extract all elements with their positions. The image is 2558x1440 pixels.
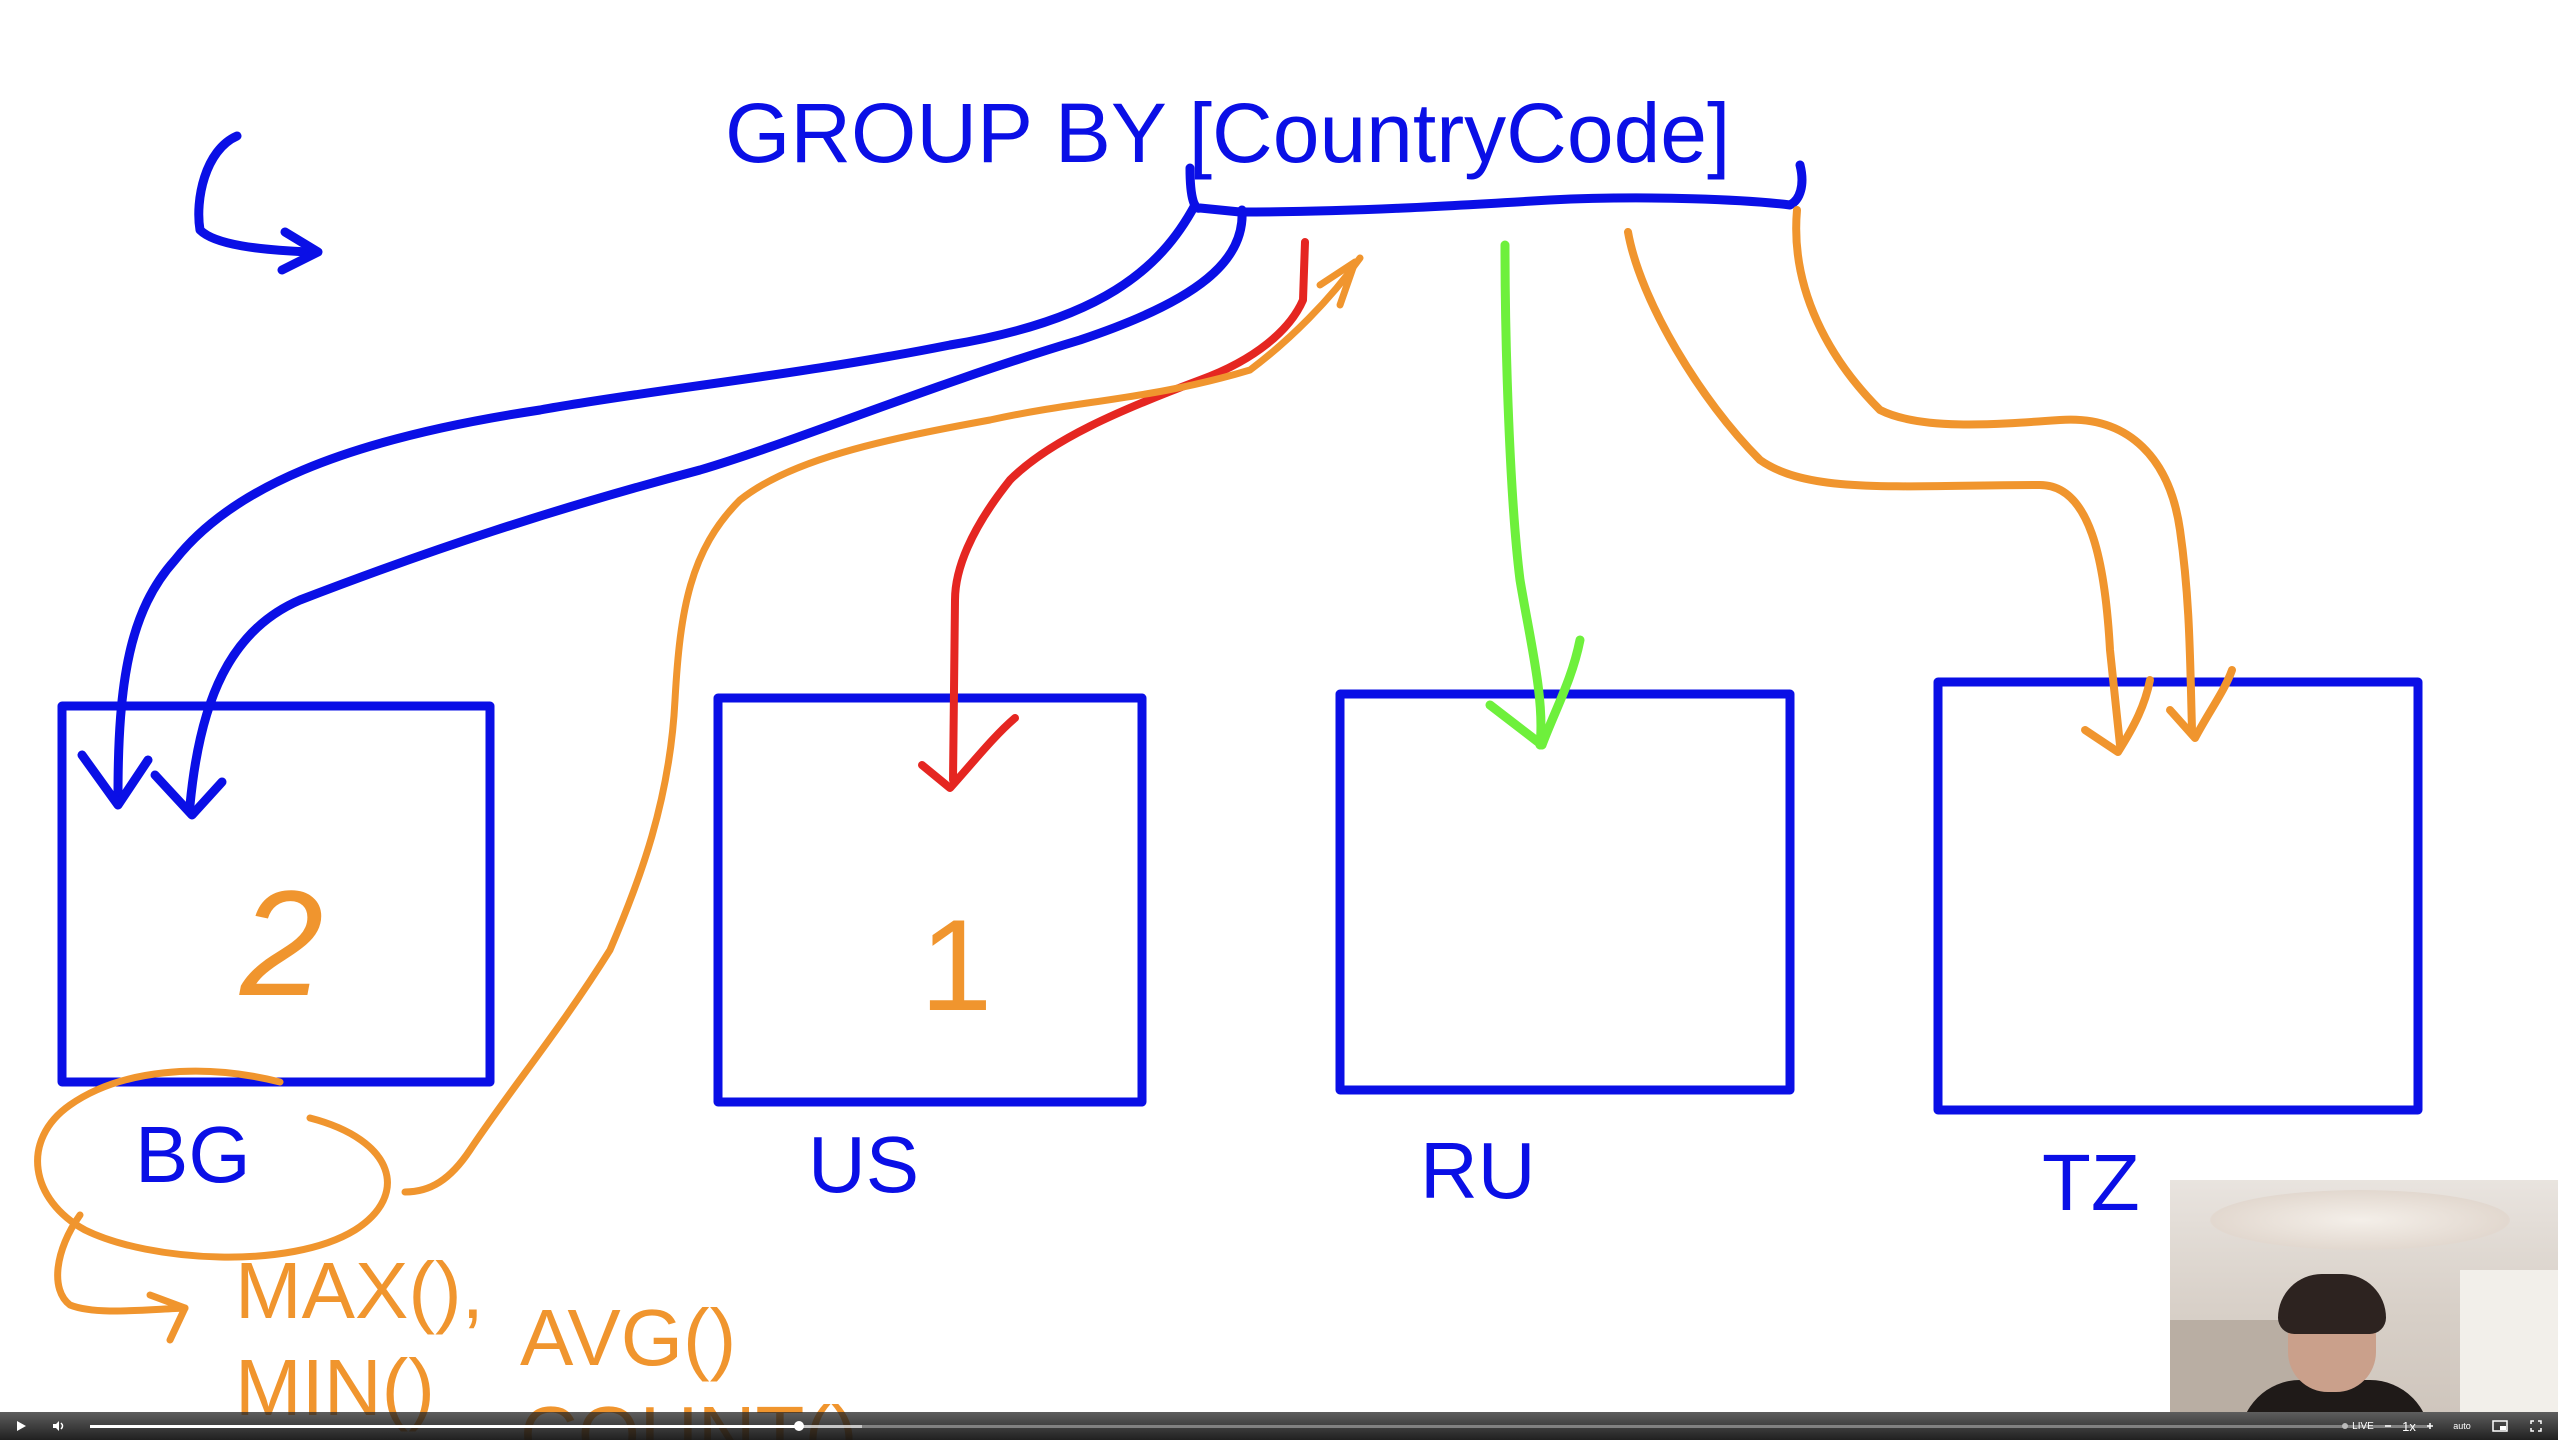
progress-scrubber-handle[interactable] [794,1421,805,1431]
group-by-title: GROUP BY [CountryCode] [725,86,1730,180]
picture-in-picture-icon [2492,1420,2508,1432]
volume-icon [53,1421,64,1431]
webcam-ceiling-light [2210,1190,2510,1250]
blue-arrow-1 [113,200,1200,800]
bg-ellipse [34,1067,391,1261]
group-box-ru [1335,689,1795,1095]
presenter-hair [2278,1274,2386,1334]
bg-curl-arrow [54,1211,189,1315]
playback-speed: 1x [2402,1418,2416,1434]
quality-selector[interactable]: auto [2453,1421,2471,1431]
curved-arrow-doodle [194,131,315,257]
group-label-bg: BG [135,1110,251,1199]
volume-button[interactable] [46,1412,72,1440]
red-arrow [949,238,1309,784]
webcam-overlay [2170,1180,2558,1412]
fullscreen-button[interactable] [2524,1412,2548,1440]
group-count-bg: 2 [239,859,323,1027]
group-count-us: 1 [920,892,992,1038]
play-button[interactable] [8,1412,34,1440]
player-control-bar: LIVE 1x auto [0,1412,2558,1440]
plus-icon [2427,1423,2433,1429]
progress-played [90,1425,800,1428]
minus-icon [2385,1425,2391,1427]
orange-arrow-tz-1 [1624,228,2124,749]
speed-increase-button[interactable] [2422,1412,2438,1440]
note-avg: AVG() [520,1293,736,1382]
group-label-ru: RU [1420,1126,1536,1215]
picture-in-picture-button[interactable] [2488,1412,2512,1440]
group-box-us [713,693,1147,1107]
blue-arrow-2 [185,205,1247,810]
fullscreen-icon [2530,1420,2542,1432]
play-icon [17,1421,26,1431]
green-arrow [1500,240,1546,750]
webcam-door [2460,1270,2558,1412]
progress-bar[interactable] [90,1421,2430,1431]
orange-path-to-bg [401,254,1364,1196]
note-max: MAX(), [235,1246,484,1335]
group-label-tz: TZ [2042,1138,2140,1227]
title-underline-brace [1185,160,1807,217]
group-box-tz [1933,677,2423,1115]
live-indicator[interactable]: LIVE [2338,1412,2378,1440]
live-dot-icon [2342,1423,2349,1429]
group-label-us: US [808,1120,919,1209]
orange-arrow-tz-2 [1792,206,2196,734]
speed-decrease-button[interactable] [2380,1412,2396,1440]
live-label: LIVE [2352,1420,2374,1432]
